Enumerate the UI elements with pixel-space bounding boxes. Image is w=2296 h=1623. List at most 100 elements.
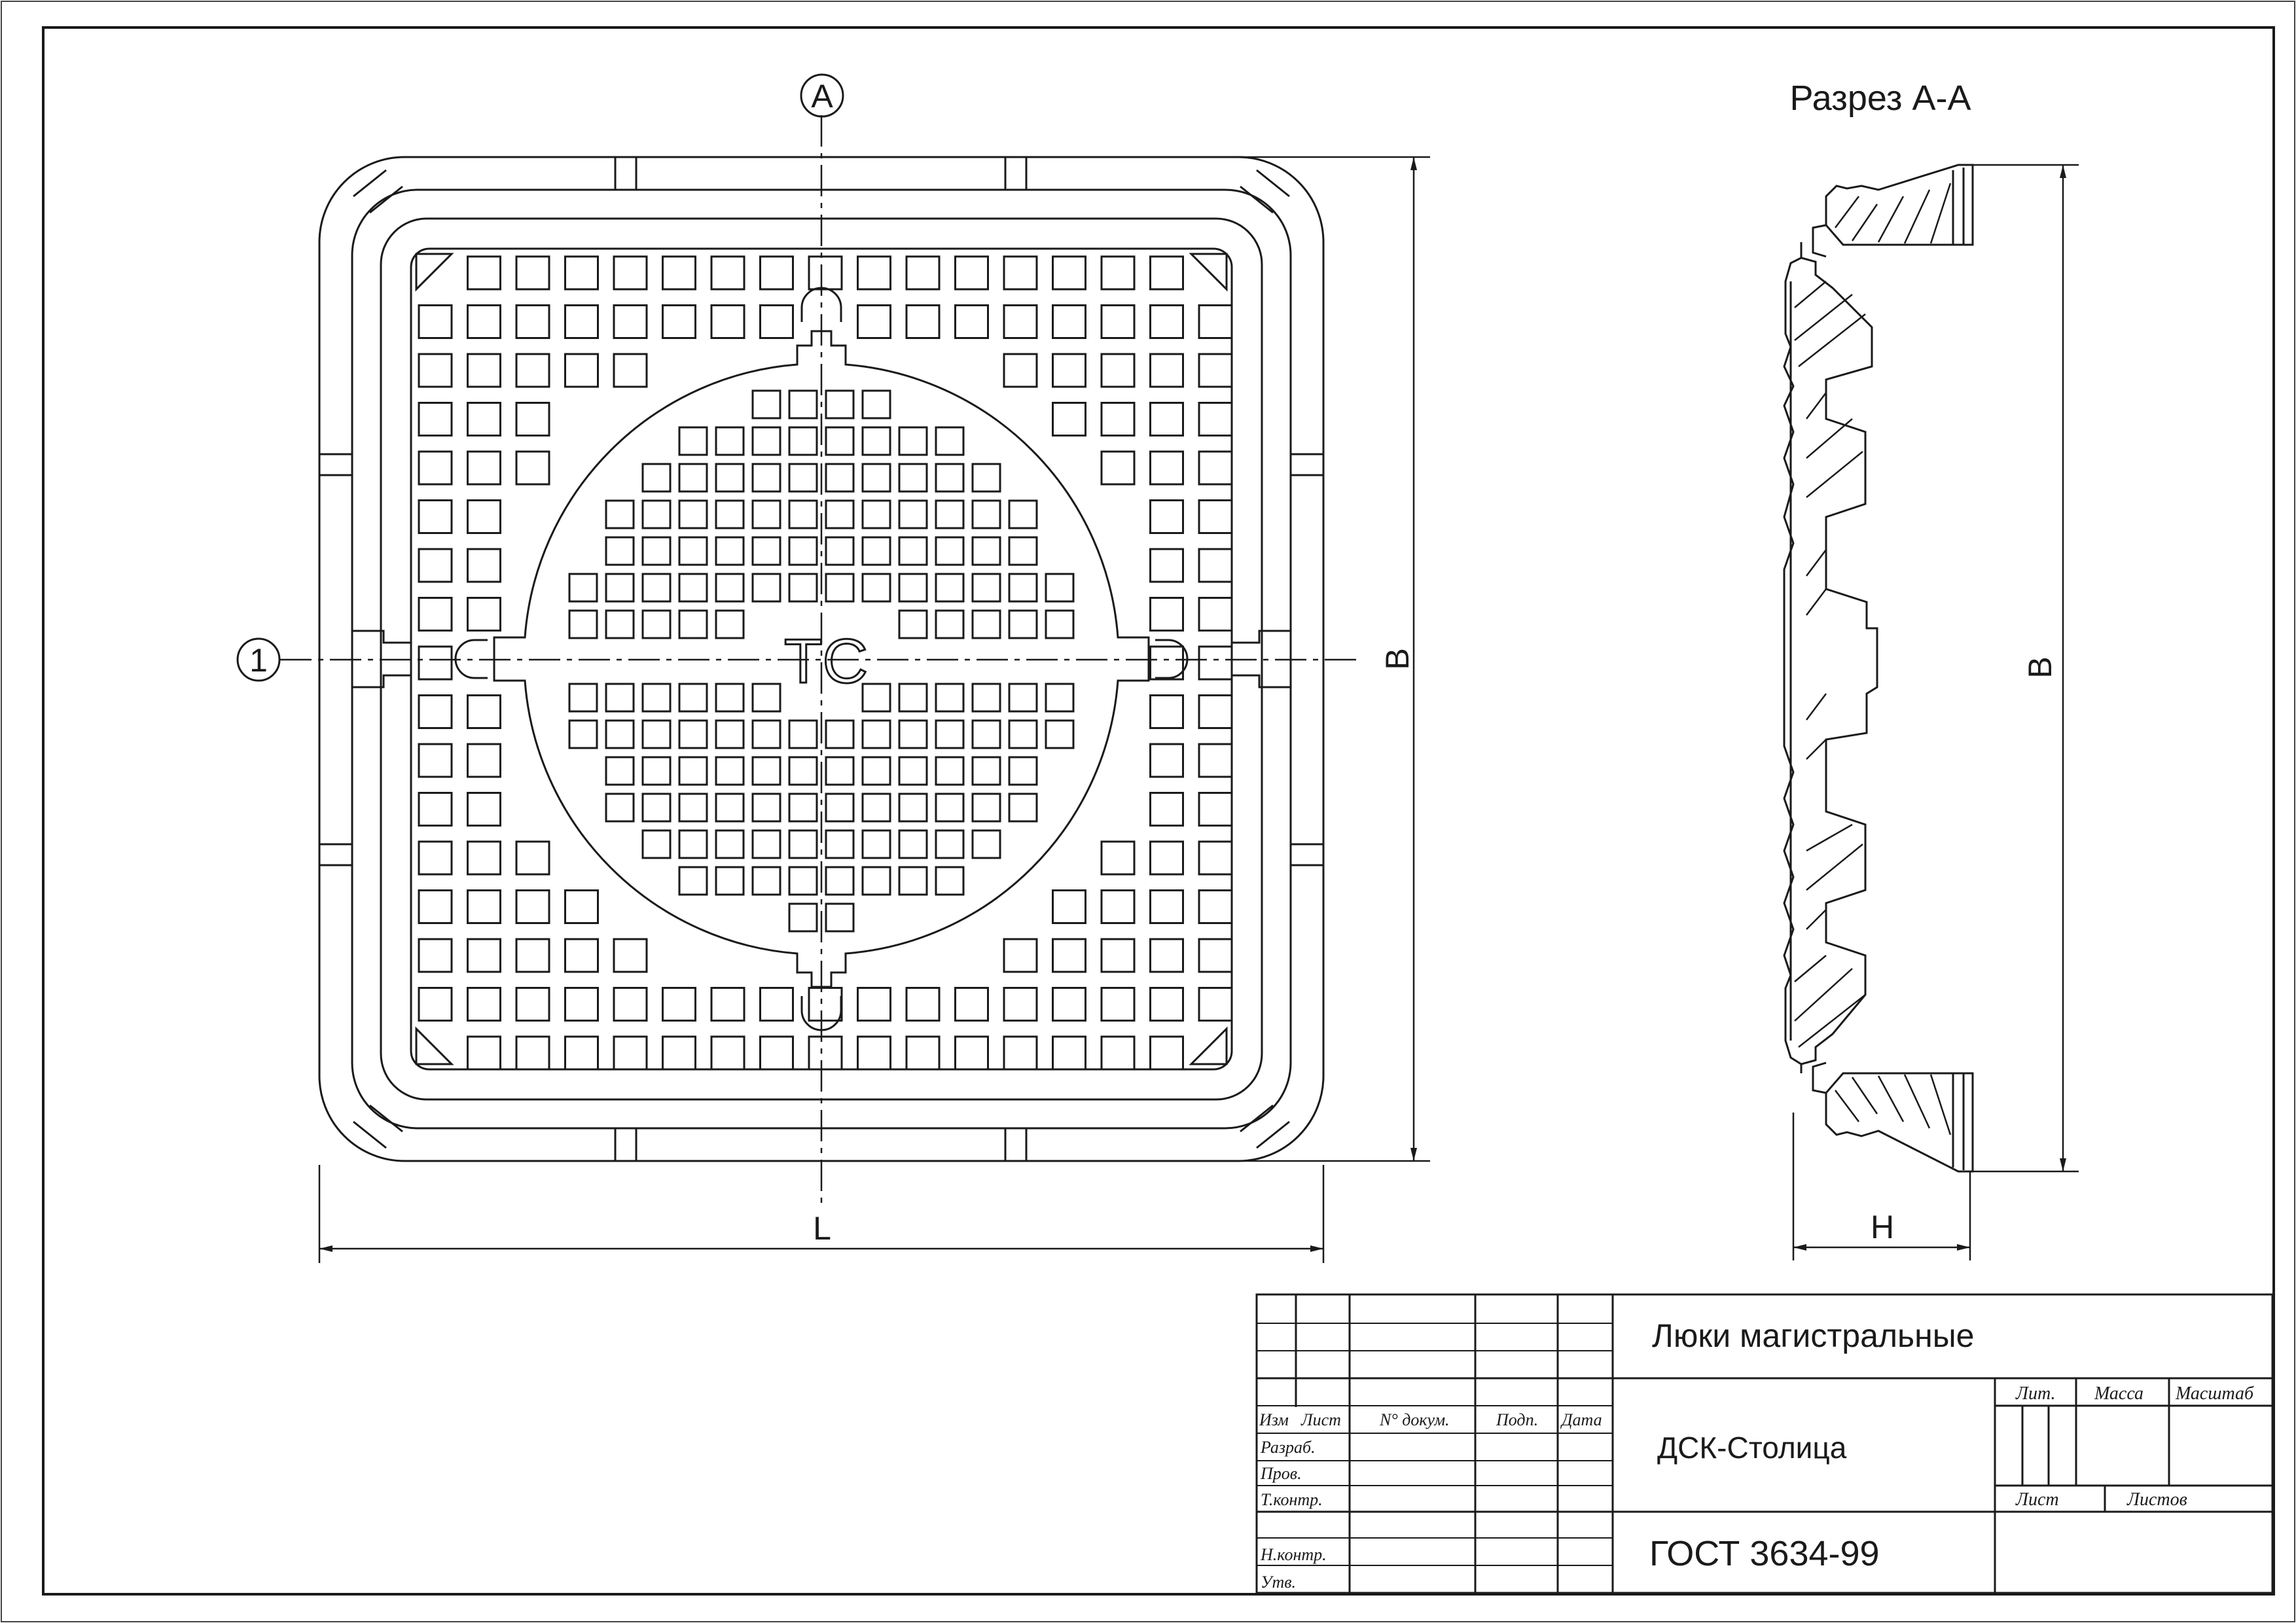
inner-rib-cell	[861, 499, 891, 529]
inner-rib-cell	[935, 426, 965, 456]
tb-row-tkontr: Т.контр.	[1261, 1490, 1323, 1509]
inner-rib-cell	[825, 793, 855, 823]
plan-dimensions	[318, 156, 1430, 1263]
section-hatching	[1794, 183, 1952, 1135]
outer-rib-cell	[905, 304, 941, 339]
outer-rib-cell	[1198, 792, 1233, 827]
inner-rib-cell	[715, 536, 745, 566]
inner-rib-cell	[861, 793, 891, 823]
inner-rib-cell	[861, 426, 891, 456]
outer-rib-cell	[759, 304, 794, 339]
outer-rib-cell	[564, 255, 599, 291]
inner-rib-cell	[678, 793, 708, 823]
tb-drawing-name: Люки магистральные	[1652, 1317, 1974, 1354]
outer-rib-cell	[1100, 353, 1136, 388]
inner-rib-cell	[678, 426, 708, 456]
inner-rib-cell	[935, 463, 965, 493]
inner-rib-cell	[605, 609, 635, 639]
inner-rib-cell	[1045, 719, 1075, 749]
inner-rib-cell	[898, 756, 928, 786]
inner-rib-cell	[751, 463, 781, 493]
outer-rib-cell	[759, 987, 794, 1022]
inner-rib-cell	[935, 499, 965, 529]
inner-rib-cell	[898, 829, 928, 859]
outer-rib-cell	[1100, 938, 1136, 973]
outer-rib-cell	[613, 304, 648, 339]
inner-rib-cell	[935, 793, 965, 823]
inner-rib-cell	[898, 426, 928, 456]
inner-rib-cell	[898, 573, 928, 603]
dim-label-b: B	[1379, 648, 1416, 669]
section-frame-top	[1825, 164, 1974, 246]
inner-rib-cell	[1008, 756, 1038, 786]
inner-rib-cell	[788, 902, 818, 933]
inner-rib-cell	[1008, 499, 1038, 529]
inner-rib-cell	[971, 829, 1001, 859]
axis-marker-1-circle	[236, 637, 281, 682]
tb-col-header-izm: Изм	[1259, 1410, 1289, 1429]
inner-rib-cell	[678, 463, 708, 493]
inner-rib-cell	[971, 536, 1001, 566]
outer-rib-cell	[1149, 792, 1184, 827]
outer-rib-cell	[467, 889, 501, 924]
outer-rib-cell	[954, 987, 989, 1022]
outer-rib-cell	[467, 694, 501, 729]
outer-rib-cell	[1198, 645, 1233, 681]
inner-rib-cell	[935, 719, 965, 749]
inner-rib-cell	[898, 719, 928, 749]
outer-rib-cell	[515, 402, 550, 437]
inner-rib-cell	[788, 793, 818, 823]
inner-rib-cell	[751, 719, 781, 749]
outer-rib-cell	[515, 938, 550, 973]
outer-rib-cell	[1003, 1035, 1038, 1071]
outer-rib-cell	[808, 987, 843, 1022]
outer-rib-cell	[613, 255, 648, 291]
outer-rib-cell	[418, 353, 453, 388]
inner-rib-cell	[641, 756, 672, 786]
outer-rib-cell	[1100, 889, 1136, 924]
outer-rib-cell	[1198, 402, 1233, 437]
inner-rib-cell	[751, 829, 781, 859]
outer-rib-cell	[467, 353, 501, 388]
inner-rib-cell	[788, 756, 818, 786]
inner-rib-cell	[751, 866, 781, 896]
section-title: Разрез А-А	[1789, 79, 1971, 118]
outer-rib-cell	[1100, 987, 1136, 1022]
outer-rib-cell	[1149, 353, 1184, 388]
inner-rib-cell	[1008, 573, 1038, 603]
inner-rib-cell	[1045, 609, 1075, 639]
outer-rib-cell	[1100, 450, 1136, 486]
outer-rib-cell	[1052, 402, 1086, 437]
tb-mass: Масса	[2094, 1383, 2144, 1404]
inner-rib-cell	[788, 719, 818, 749]
section-cover	[1800, 242, 1878, 1073]
inner-rib-cell	[715, 609, 745, 639]
inner-rib-cell	[751, 756, 781, 786]
outer-rib-cell	[418, 548, 453, 583]
outer-rib-cell	[418, 840, 453, 876]
outer-rib-cell	[1052, 1035, 1086, 1071]
inner-rib-cell	[788, 829, 818, 859]
outer-rib-cell	[1198, 450, 1233, 486]
outer-rib-cell	[905, 255, 941, 291]
outer-rib-cell	[418, 645, 453, 681]
inner-rib-cell	[715, 499, 745, 529]
inner-rib-cell	[715, 463, 745, 493]
inner-rib-cell	[678, 536, 708, 566]
section-marker-a: A	[811, 78, 833, 115]
inner-rib-cell	[605, 756, 635, 786]
inner-rib-cell	[971, 499, 1001, 529]
outer-rib-cell	[1003, 304, 1038, 339]
inner-rib-cell	[788, 389, 818, 419]
axis-marker-1: 1	[249, 642, 268, 679]
inner-rib-cell	[1008, 536, 1038, 566]
inner-rib-cell	[605, 573, 635, 603]
cover-central-disc	[493, 330, 1150, 988]
outer-rib-cell	[1149, 597, 1184, 632]
outer-rib-cell	[467, 987, 501, 1022]
tb-col-header-dokum: N° докум.	[1379, 1410, 1450, 1429]
inner-rib-cell	[715, 426, 745, 456]
outer-rib-cell	[1149, 255, 1184, 291]
